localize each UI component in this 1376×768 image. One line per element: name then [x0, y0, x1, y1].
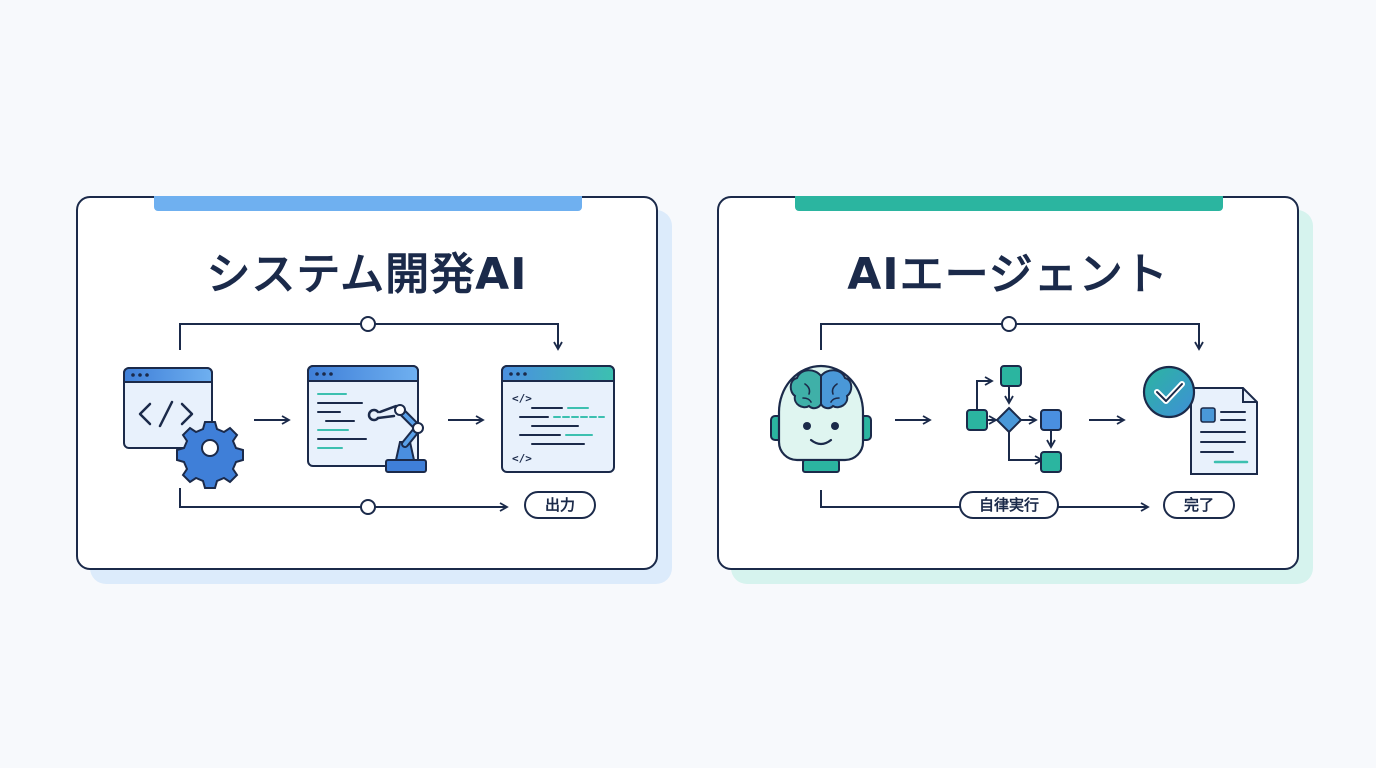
checkmark-icon — [1142, 365, 1196, 419]
flowchart-icon — [966, 365, 1062, 473]
right-panel-title: AIエージェント — [847, 249, 1169, 300]
code-window-icon — [123, 367, 213, 449]
output-pill: 出力 — [524, 491, 596, 519]
agent-top-loop-connector — [820, 316, 1204, 351]
autonomous-pill: 自律実行 — [959, 491, 1059, 519]
done-pill: 完了 — [1163, 491, 1235, 519]
top-loop-connector — [179, 316, 563, 351]
robot-arm-icon — [367, 404, 427, 473]
generated-code-icon: </> </> — [501, 365, 615, 473]
svg-text:</>: </> — [512, 392, 532, 405]
bottom-loop-connector — [179, 488, 509, 515]
document-icon — [1190, 387, 1258, 475]
left-panel-title: システム開発AI — [206, 249, 528, 300]
left-accent-bar — [154, 196, 582, 211]
left-panel: システム開発AI — [76, 196, 658, 570]
right-panel: AIエージェント — [717, 196, 1299, 570]
gear-icon — [176, 421, 244, 489]
code-editor-icon — [307, 365, 419, 467]
system-dev-diagram: </> </> — [123, 316, 615, 515]
ai-agent-diagram — [770, 316, 1258, 512]
brain-icon — [789, 369, 853, 410]
svg-text:</>: </> — [512, 452, 532, 465]
right-accent-bar — [795, 196, 1223, 211]
